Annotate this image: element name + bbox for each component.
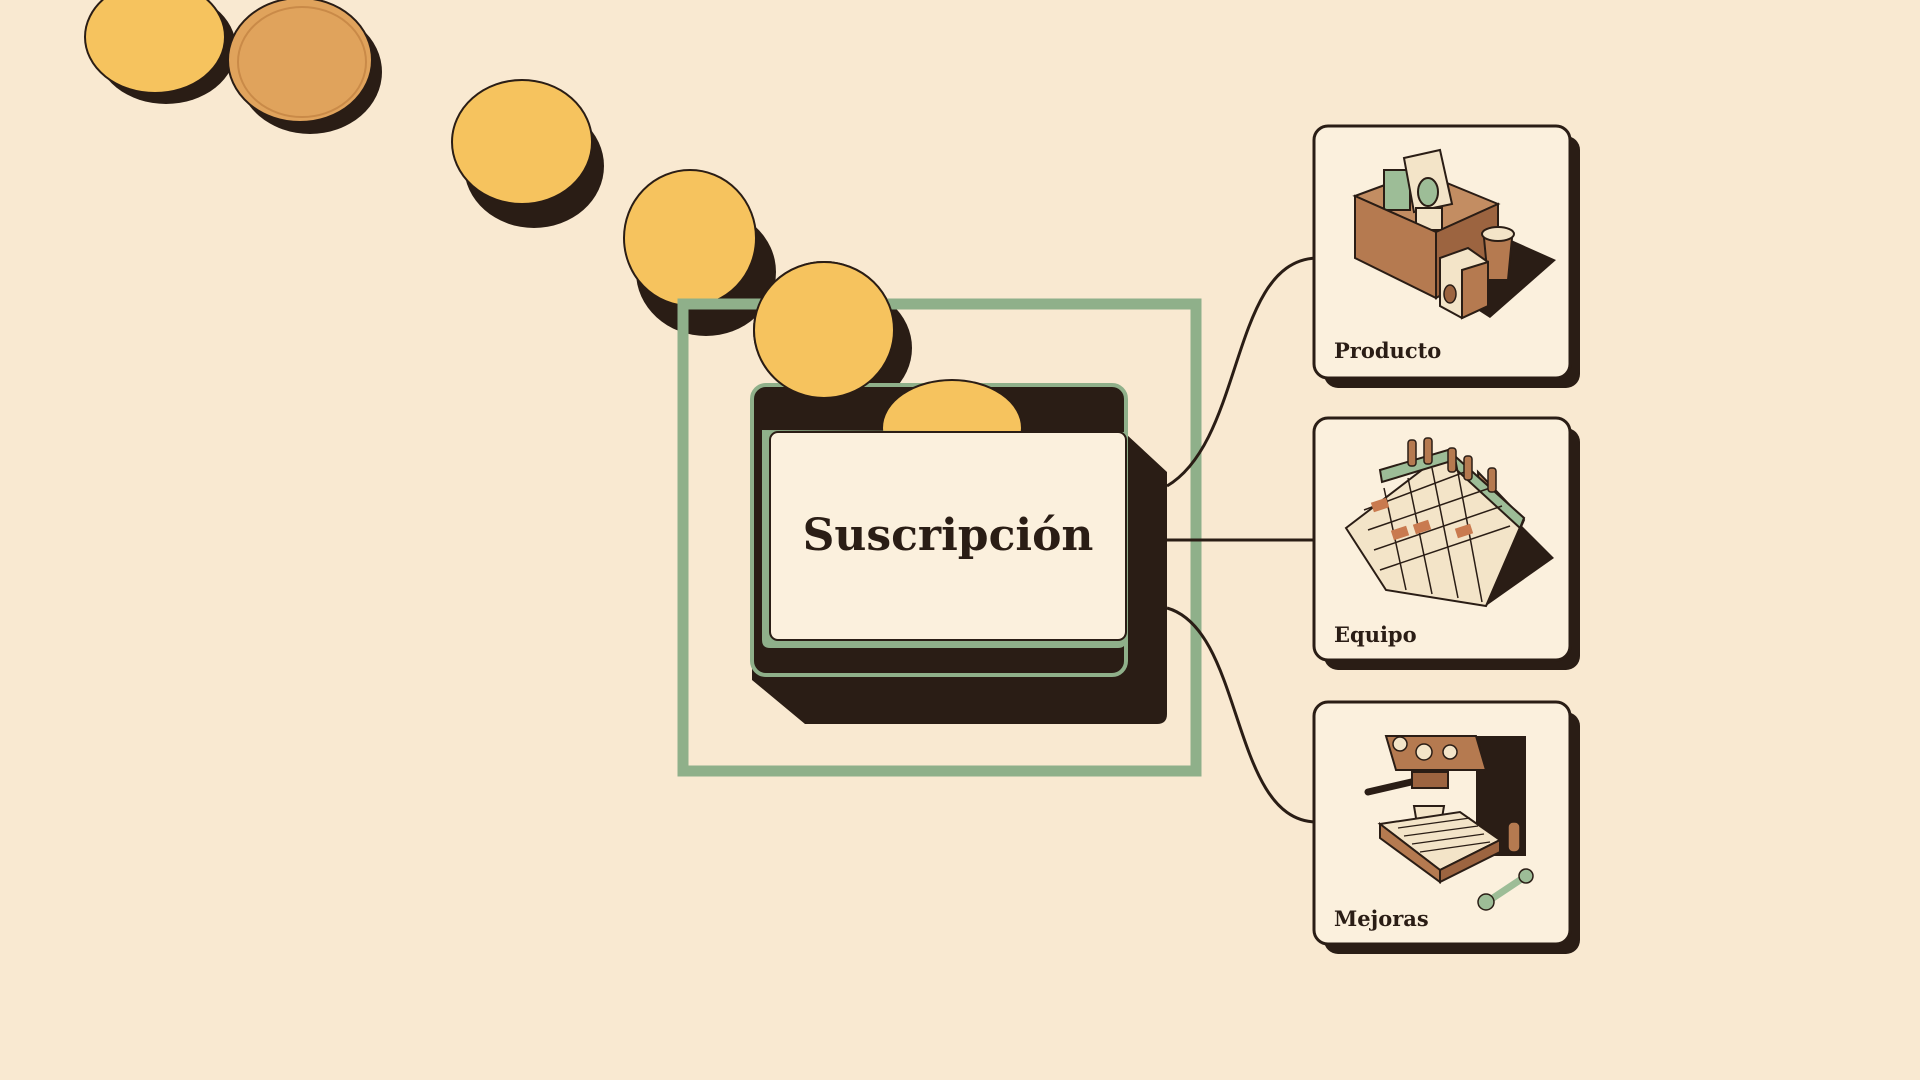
card-producto: Producto [1312, 124, 1580, 388]
connector-producto [1166, 256, 1317, 488]
coin [84, 0, 236, 104]
coin [451, 79, 604, 228]
subscription-label: Suscripción [803, 510, 1094, 561]
coin [227, 0, 382, 134]
subscription-label-panel [769, 431, 1127, 641]
coin [753, 261, 895, 399]
connectors [1166, 256, 1317, 824]
subscription-box: Suscripción [750, 261, 1167, 724]
card-label: Equipo [1334, 622, 1417, 647]
card-equipo: Equipo [1312, 416, 1580, 670]
green-frame [677, 298, 1202, 777]
calendar-icon [1344, 437, 1554, 608]
card-label: Producto [1334, 338, 1441, 363]
card-mejoras: Mejoras [1312, 700, 1580, 954]
coin [623, 169, 776, 336]
card-label: Mejoras [1334, 906, 1429, 931]
product-box-icon [1352, 148, 1556, 320]
connector-mejoras [1166, 606, 1317, 824]
espresso-machine-icon [1364, 735, 1534, 911]
